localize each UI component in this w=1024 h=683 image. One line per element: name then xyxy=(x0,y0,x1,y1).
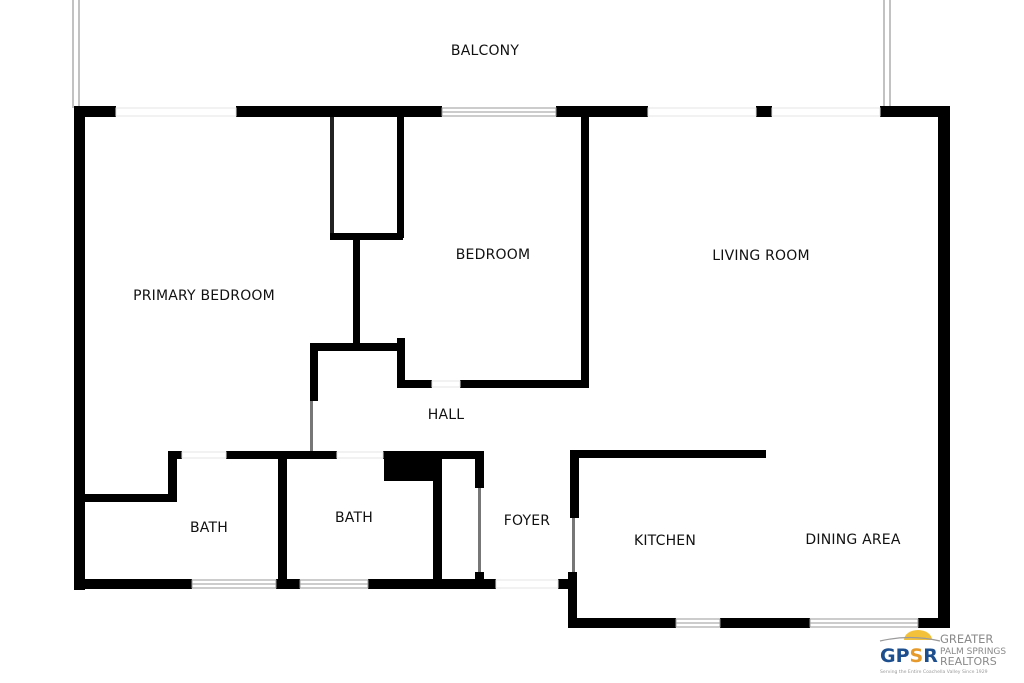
door-opening xyxy=(181,451,227,459)
room-label-dining-area: DINING AREA xyxy=(805,532,900,548)
horizon-swoosh xyxy=(879,636,941,642)
room-label-bath: BATH xyxy=(190,520,228,536)
room-label-foyer: FOYER xyxy=(504,513,551,529)
logo-monogram: GPSR xyxy=(880,645,938,667)
gpsr-logo: GPSR GREATER PALM SPRINGS REALTORS Servi… xyxy=(879,630,1006,675)
window xyxy=(647,107,757,117)
windows xyxy=(115,107,919,628)
logo-line-1: GREATER xyxy=(940,632,993,646)
door-opening xyxy=(431,380,461,388)
walls xyxy=(74,106,950,628)
room-label-balcony: BALCONY xyxy=(451,43,519,59)
logo-tagline: Serving the Entire Coachella Valley Sinc… xyxy=(880,669,988,675)
room-label-bath: BATH xyxy=(335,510,373,526)
window xyxy=(771,107,881,117)
logo-line-2: PALM SPRINGS xyxy=(940,647,1006,657)
room-label-primary-bedroom: PRIMARY BEDROOM xyxy=(133,288,275,304)
room-label-bedroom: BEDROOM xyxy=(456,247,530,263)
room-label-kitchen: KITCHEN xyxy=(634,533,696,549)
door-opening xyxy=(336,451,384,459)
balcony-railing xyxy=(72,0,891,108)
logo-line-3: REALTORS xyxy=(940,655,997,668)
room-label-living-room: LIVING ROOM xyxy=(712,248,809,264)
window xyxy=(495,579,559,589)
room-label-hall: HALL xyxy=(428,407,465,423)
window xyxy=(115,107,237,117)
